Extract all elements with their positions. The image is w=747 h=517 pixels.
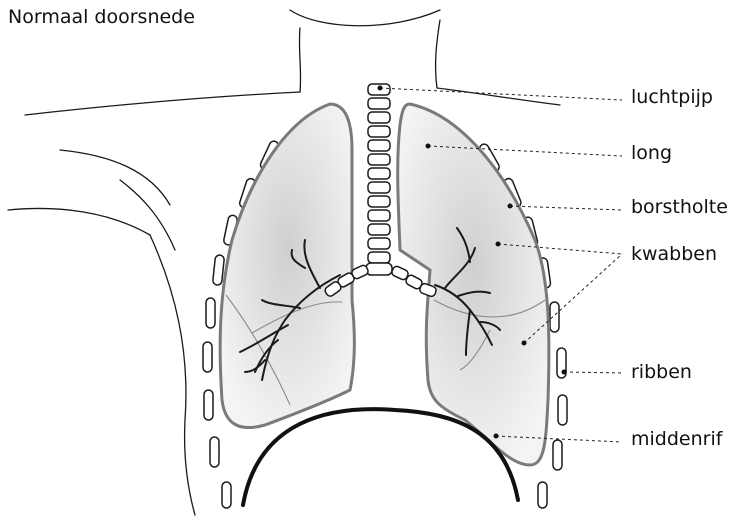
rib-left-6 (203, 342, 212, 372)
neck-top-curve (290, 10, 440, 26)
trachea-ring (368, 98, 390, 109)
leader-dot-ribs (562, 370, 567, 375)
rib-right-8 (553, 440, 562, 470)
leader-dot-diaphragm (494, 434, 499, 439)
neck-left (299, 28, 300, 92)
rib-right-5 (550, 302, 559, 332)
leader-dot-chest-cavity (508, 204, 513, 209)
rib-left-7 (204, 390, 213, 420)
label-lobes: kwabben (631, 243, 717, 265)
left-torso-side (150, 235, 195, 515)
trachea-ring (368, 154, 390, 165)
diagram-title: Normaal doorsnede (8, 6, 195, 28)
trachea-ring (368, 252, 390, 263)
trachea-ring (368, 168, 390, 179)
trachea-ring (368, 126, 390, 137)
rib-left-8 (210, 437, 219, 467)
rib-right-9 (538, 482, 547, 508)
rib-left-5 (206, 298, 215, 328)
label-trachea: luchtpijp (631, 86, 713, 108)
trachea-ring (368, 140, 390, 151)
carina-ring (366, 263, 392, 275)
left-arm-inner (120, 180, 175, 250)
rib-left-4 (212, 255, 224, 286)
left-arm-lower (8, 208, 150, 235)
left-shoulder (25, 92, 300, 115)
leader-dot-lung (426, 144, 431, 149)
trachea-ring (368, 182, 390, 193)
trachea-ring (368, 112, 390, 123)
left-lung (220, 104, 354, 428)
rib-left-9 (222, 482, 231, 508)
label-diaphragm: middenrif (631, 428, 722, 450)
trachea-ring (368, 224, 390, 235)
trachea-ring (368, 196, 390, 207)
leader-dot-lobes-lower (522, 341, 527, 346)
leader-chest-cavity (510, 206, 622, 210)
neck-right (436, 20, 440, 88)
label-chest-cavity: borstholte (631, 196, 728, 218)
label-lung: long (631, 142, 672, 164)
leader-dot-trachea (378, 86, 383, 91)
label-ribs: ribben (631, 361, 692, 383)
right-shoulder (437, 88, 560, 105)
rib-right-7 (558, 395, 567, 425)
trachea-ring (368, 238, 390, 249)
leader-trachea (380, 88, 622, 100)
trachea-ring (368, 210, 390, 221)
left-arm-upper (60, 150, 170, 205)
leader-ribs (564, 372, 622, 373)
leader-dot-lobes-upper (496, 242, 501, 247)
